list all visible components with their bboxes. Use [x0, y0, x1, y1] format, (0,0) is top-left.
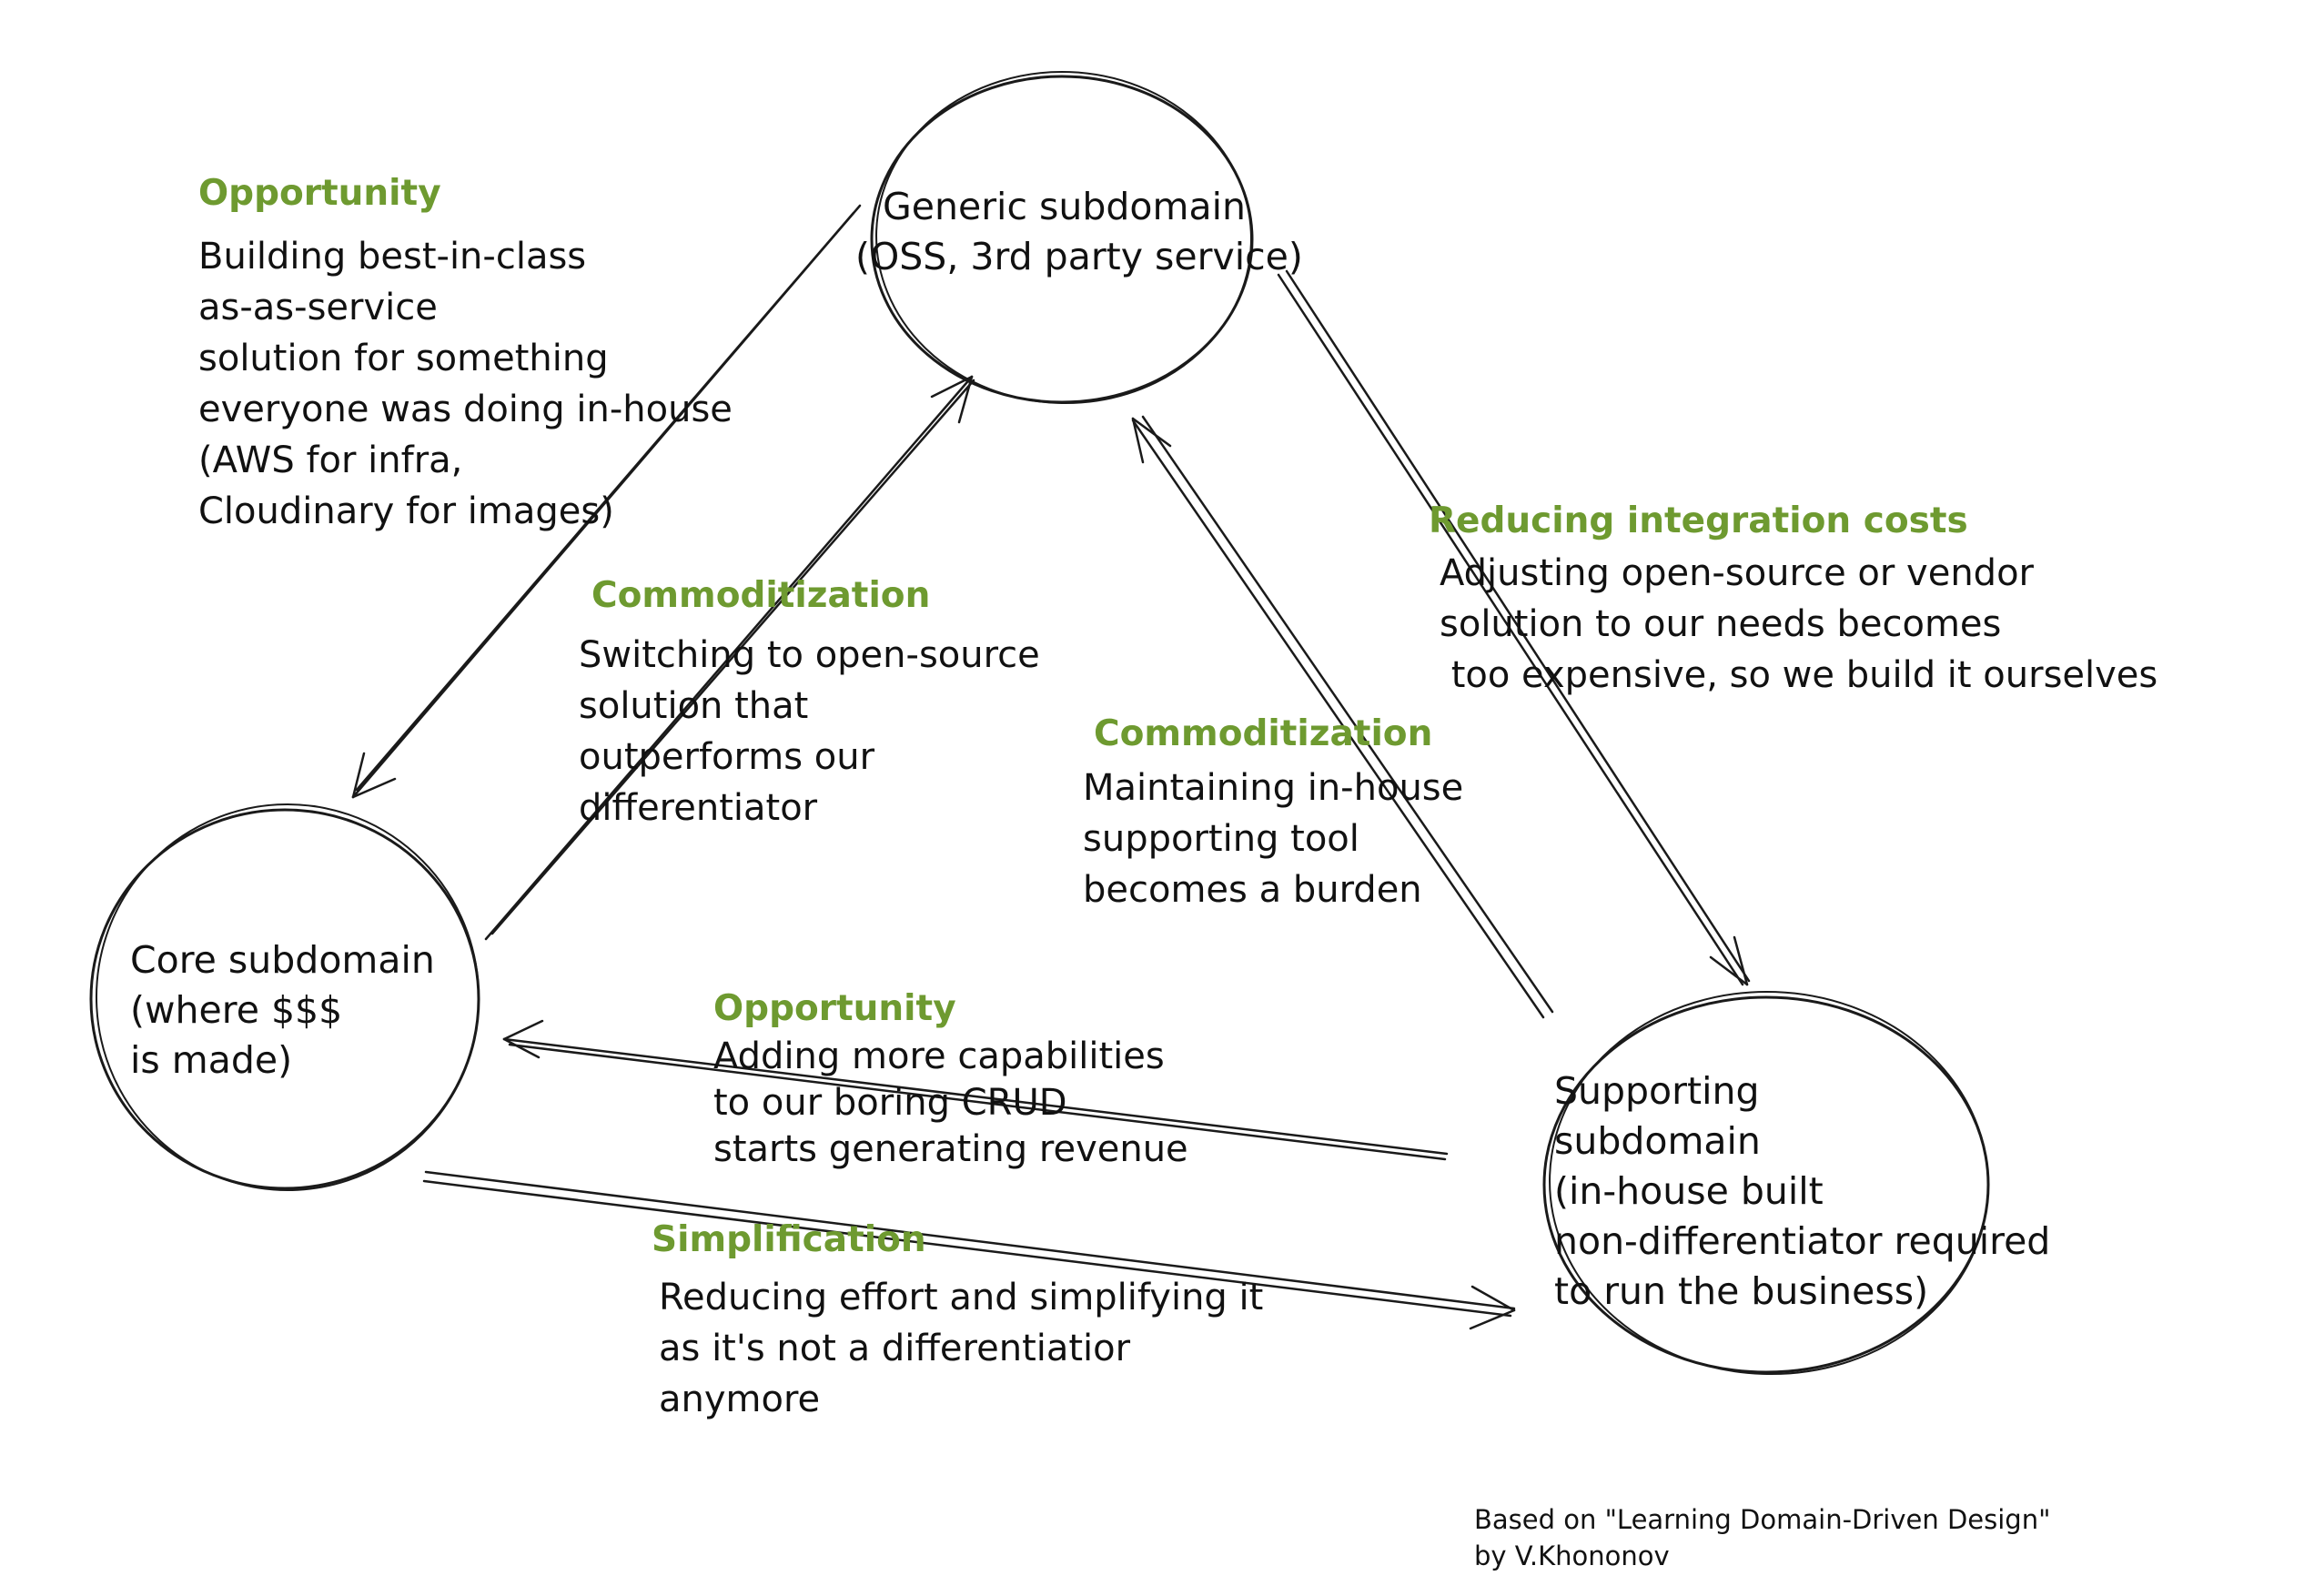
source-credit: Based on "Learning Domain-Driven Design"… — [1474, 1501, 2050, 1574]
generic-subdomain-node — [870, 70, 1254, 405]
arrow-generic-to-core — [351, 204, 862, 799]
edge-title: Commoditization — [591, 575, 931, 616]
edge-text-line: Building best-in-class — [198, 236, 587, 278]
edge-title: Opportunity — [713, 988, 956, 1029]
core-label-line: (where $$$ — [130, 988, 343, 1032]
edge-text-line: too expensive, so we build it ourselves — [1440, 654, 2158, 696]
edge-text-line: becomes a burden — [1083, 869, 1422, 911]
edge-text-line: outperforms our — [579, 736, 875, 778]
generic-subdomain-label: Generic subdomain (OSS, 3rd party servic… — [855, 182, 1303, 282]
arrow-core-to-generic — [484, 375, 975, 941]
edge-text-line: as it's not a differentiatior — [659, 1328, 1131, 1369]
edge-label-core-to-supporting: Simplification Reducing effort and simpl… — [652, 1216, 1263, 1425]
generic-label-line: (OSS, 3rd party service) — [855, 235, 1303, 278]
edge-text-line: (AWS for infra, — [198, 439, 463, 481]
arrow-generic-to-supporting — [1277, 269, 1751, 986]
supporting-subdomain-label: Supporting subdomain (in-house built non… — [1554, 1066, 2050, 1317]
edge-text-line: solution for something — [198, 338, 609, 379]
edge-text-line: supporting tool — [1083, 818, 1359, 860]
edge-text-line: Adjusting open-source or vendor — [1440, 552, 2034, 594]
edge-text-line: Cloudinary for images) — [198, 490, 614, 532]
generic-label-line: Generic subdomain — [883, 185, 1246, 228]
supporting-label-line: Supporting — [1554, 1069, 1760, 1113]
edge-text-line: Reducing effort and simplifying it — [659, 1277, 1264, 1318]
supporting-label-line: subdomain — [1554, 1119, 1761, 1163]
arrow-core-to-supporting — [422, 1170, 1516, 1330]
edge-title: Commoditization — [1094, 713, 1433, 754]
edge-text-line: differentiator — [579, 787, 818, 829]
edge-text-line: everyone was doing in-house — [198, 389, 733, 430]
edge-label-generic-to-supporting: Reducing integration costs Adjusting ope… — [1429, 497, 2157, 701]
edge-text-line: Maintaining in-house — [1083, 767, 1464, 809]
credit-line: Based on "Learning Domain-Driven Design" — [1474, 1504, 2051, 1535]
edge-label-supporting-to-generic: Commoditization Maintaining in-house sup… — [1083, 710, 1463, 915]
edge-text-line: as-as-service — [198, 287, 438, 328]
edge-title: Opportunity — [198, 173, 441, 214]
edge-text-line: Switching to open-source — [579, 634, 1040, 676]
arrow-supporting-to-generic — [1131, 415, 1554, 1019]
edge-label-core-to-generic: Commoditization Switching to open-source… — [579, 571, 1040, 833]
edge-title: Simplification — [652, 1219, 926, 1260]
supporting-label-line: to run the business) — [1554, 1269, 1929, 1313]
arrow-supporting-to-core — [502, 1019, 1449, 1161]
edge-text-line: Adding more capabilities — [713, 1035, 1165, 1077]
supporting-label-line: (in-house built — [1554, 1169, 1824, 1213]
core-label-line: Core subdomain — [130, 938, 435, 982]
edge-text-line: solution that — [579, 685, 809, 727]
core-label-line: is made) — [130, 1038, 293, 1082]
edge-text-line: starts generating revenue — [713, 1128, 1188, 1170]
edge-title: Reducing integration costs — [1429, 500, 1968, 541]
edge-text-line: solution to our needs becomes — [1440, 603, 2002, 645]
edge-text-line: to our boring CRUD — [713, 1082, 1067, 1124]
edge-label-supporting-to-core: Opportunity Adding more capabilities to … — [713, 985, 1188, 1173]
core-subdomain-label: Core subdomain (where $$$ is made) — [130, 935, 435, 1086]
edge-text-line: anymore — [659, 1379, 821, 1420]
core-subdomain-node — [89, 803, 480, 1191]
edge-label-generic-to-core: Opportunity Building best-in-class as-as… — [198, 169, 733, 537]
supporting-label-line: non-differentiator required — [1554, 1219, 2051, 1263]
supporting-subdomain-node — [1542, 990, 1990, 1376]
credit-line: by V.Khononov — [1474, 1540, 1670, 1571]
